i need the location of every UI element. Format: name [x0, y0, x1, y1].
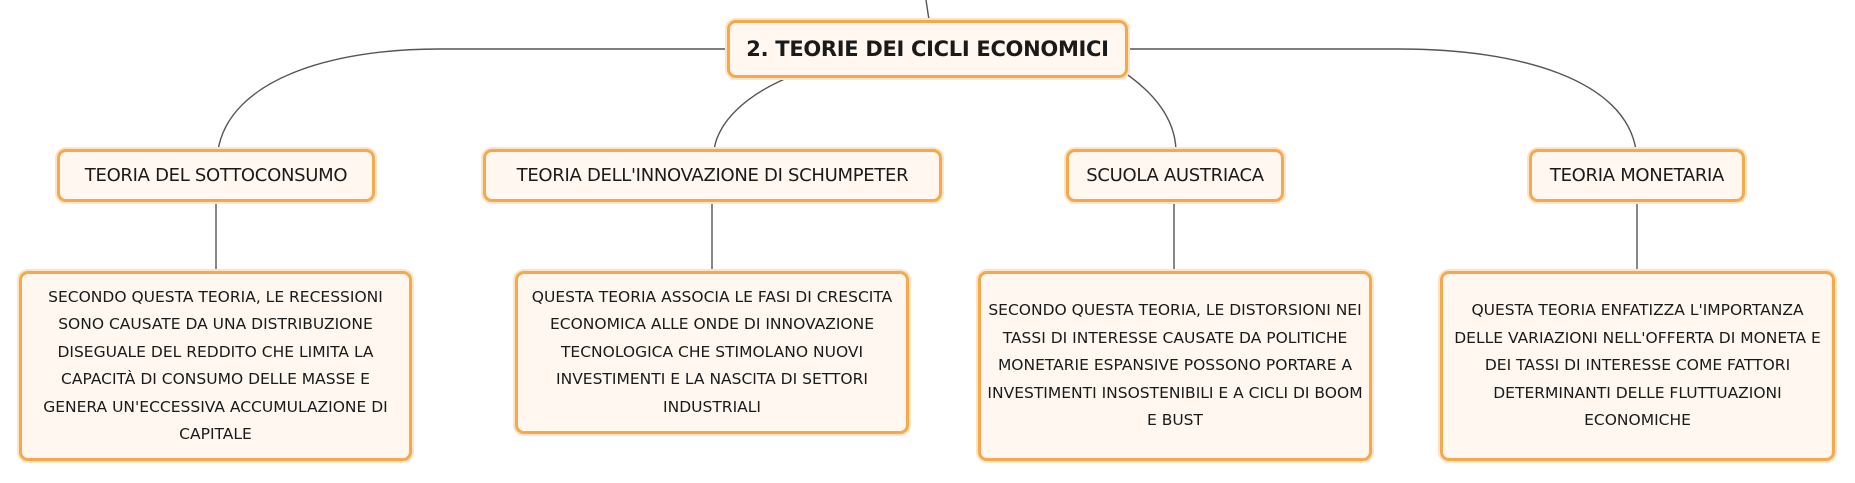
topic-node-schumpeter[interactable]: TEORIA DELL'INNOVAZIONE DI SCHUMPETER — [483, 149, 942, 202]
topic-node-sottoconsumo[interactable]: TEORIA DEL SOTTOCONSUMO — [57, 149, 375, 202]
topic-label: TEORIA MONETARIA — [1549, 165, 1725, 186]
connector-root-to-schumpeter — [713, 77, 788, 151]
connector-parent — [925, 0, 930, 21]
description-text: SECONDO QUESTA TEORIA, LE RECESSIONI SON… — [43, 287, 388, 444]
description-node-austriaca[interactable]: SECONDO QUESTA TEORIA, LE DISTORSIONI NE… — [978, 271, 1372, 461]
description-node-schumpeter[interactable]: QUESTA TEORIA ASSOCIA LE FASI DI CRESCIT… — [515, 271, 909, 434]
description-text: SECONDO QUESTA TEORIA, LE DISTORSIONI NE… — [987, 301, 1363, 430]
connector-root-to-sottoconsumo — [217, 48, 728, 151]
topic-label: TEORIA DEL SOTTOCONSUMO — [84, 165, 348, 186]
topic-node-austriaca[interactable]: SCUOLA AUSTRIACA — [1066, 149, 1284, 202]
connector-root-to-austriaca — [1124, 72, 1177, 151]
description-node-monetaria[interactable]: QUESTA TEORIA ENFATIZZA L'IMPORTANZA DEL… — [1440, 271, 1835, 461]
description-text: QUESTA TEORIA ENFATIZZA L'IMPORTANZA DEL… — [1454, 301, 1821, 430]
topic-label: SCUOLA AUSTRIACA — [1086, 165, 1264, 186]
description-node-sottoconsumo[interactable]: SECONDO QUESTA TEORIA, LE RECESSIONI SON… — [19, 271, 412, 461]
topic-node-monetaria[interactable]: TEORIA MONETARIA — [1529, 149, 1745, 202]
root-label: 2. TEORIE DEI CICLI ECONOMICI — [746, 37, 1109, 61]
connector-root-to-monetaria — [1127, 48, 1637, 151]
root-node[interactable]: 2. TEORIE DEI CICLI ECONOMICI — [727, 20, 1128, 78]
topic-label: TEORIA DELL'INNOVAZIONE DI SCHUMPETER — [516, 165, 909, 186]
description-text: QUESTA TEORIA ASSOCIA LE FASI DI CRESCIT… — [531, 287, 893, 416]
